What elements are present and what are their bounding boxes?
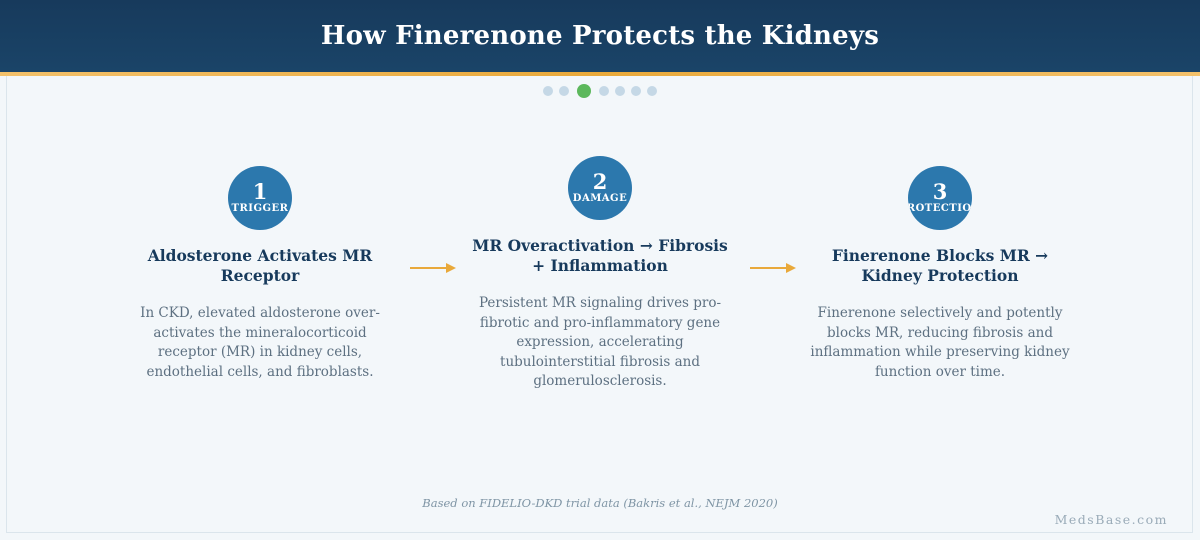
step-1-description: In CKD, elevated aldosterone over-activa… — [140, 305, 380, 380]
arrow-right-icon — [750, 263, 796, 273]
step-1-badge: 1 TRIGGER — [228, 166, 292, 230]
pager-dot[interactable] — [559, 86, 569, 96]
pager-dot[interactable] — [599, 86, 609, 96]
step-3: 3 PROTECTION Finerenone Blocks MR → Kidn… — [810, 166, 1070, 382]
slide-pager — [0, 84, 1200, 98]
pager-dot[interactable] — [615, 86, 625, 96]
step-2-badge: 2 DAMAGE — [568, 156, 632, 220]
source-footnote: Based on FIDELIO-DKD trial data (Bakris … — [422, 496, 778, 510]
pager-dot[interactable] — [647, 86, 657, 96]
pager-dot[interactable] — [543, 86, 553, 96]
step-1-number: 1 — [252, 179, 268, 204]
step-3-tag: PROTECTION — [908, 203, 972, 214]
step-3-number: 3 — [932, 179, 948, 204]
step-2-tag: DAMAGE — [572, 193, 628, 204]
step-1-tag: TRIGGER — [231, 203, 289, 214]
header-banner: How Finerenone Protects the Kidneys — [0, 0, 1200, 72]
pager-dot-active[interactable] — [577, 84, 591, 98]
pager-dot[interactable] — [631, 86, 641, 96]
step-1-title: Aldosterone Activates MR Receptor — [147, 246, 373, 285]
page-title: How Finerenone Protects the Kidneys — [320, 21, 880, 51]
step-2-description: Persistent MR signaling drives pro-fibro… — [478, 295, 722, 389]
step-2-number: 2 — [592, 169, 608, 194]
content-panel — [6, 76, 1193, 533]
brand-watermark: MedsBase.com — [1054, 512, 1168, 527]
step-1: 1 TRIGGER Aldosterone Activates MR Recep… — [130, 166, 390, 382]
step-2: 2 DAMAGE MR Overactivation → Fibrosis + … — [470, 156, 730, 392]
step-2-title: MR Overactivation → Fibrosis + Inflammat… — [472, 236, 728, 275]
step-3-description: Finerenone selectively and potently bloc… — [810, 305, 1070, 380]
accent-bar — [0, 72, 1200, 76]
arrow-right-icon — [410, 263, 456, 273]
step-3-badge: 3 PROTECTION — [908, 166, 972, 230]
step-3-title: Finerenone Blocks MR → Kidney Protection — [831, 246, 1049, 285]
